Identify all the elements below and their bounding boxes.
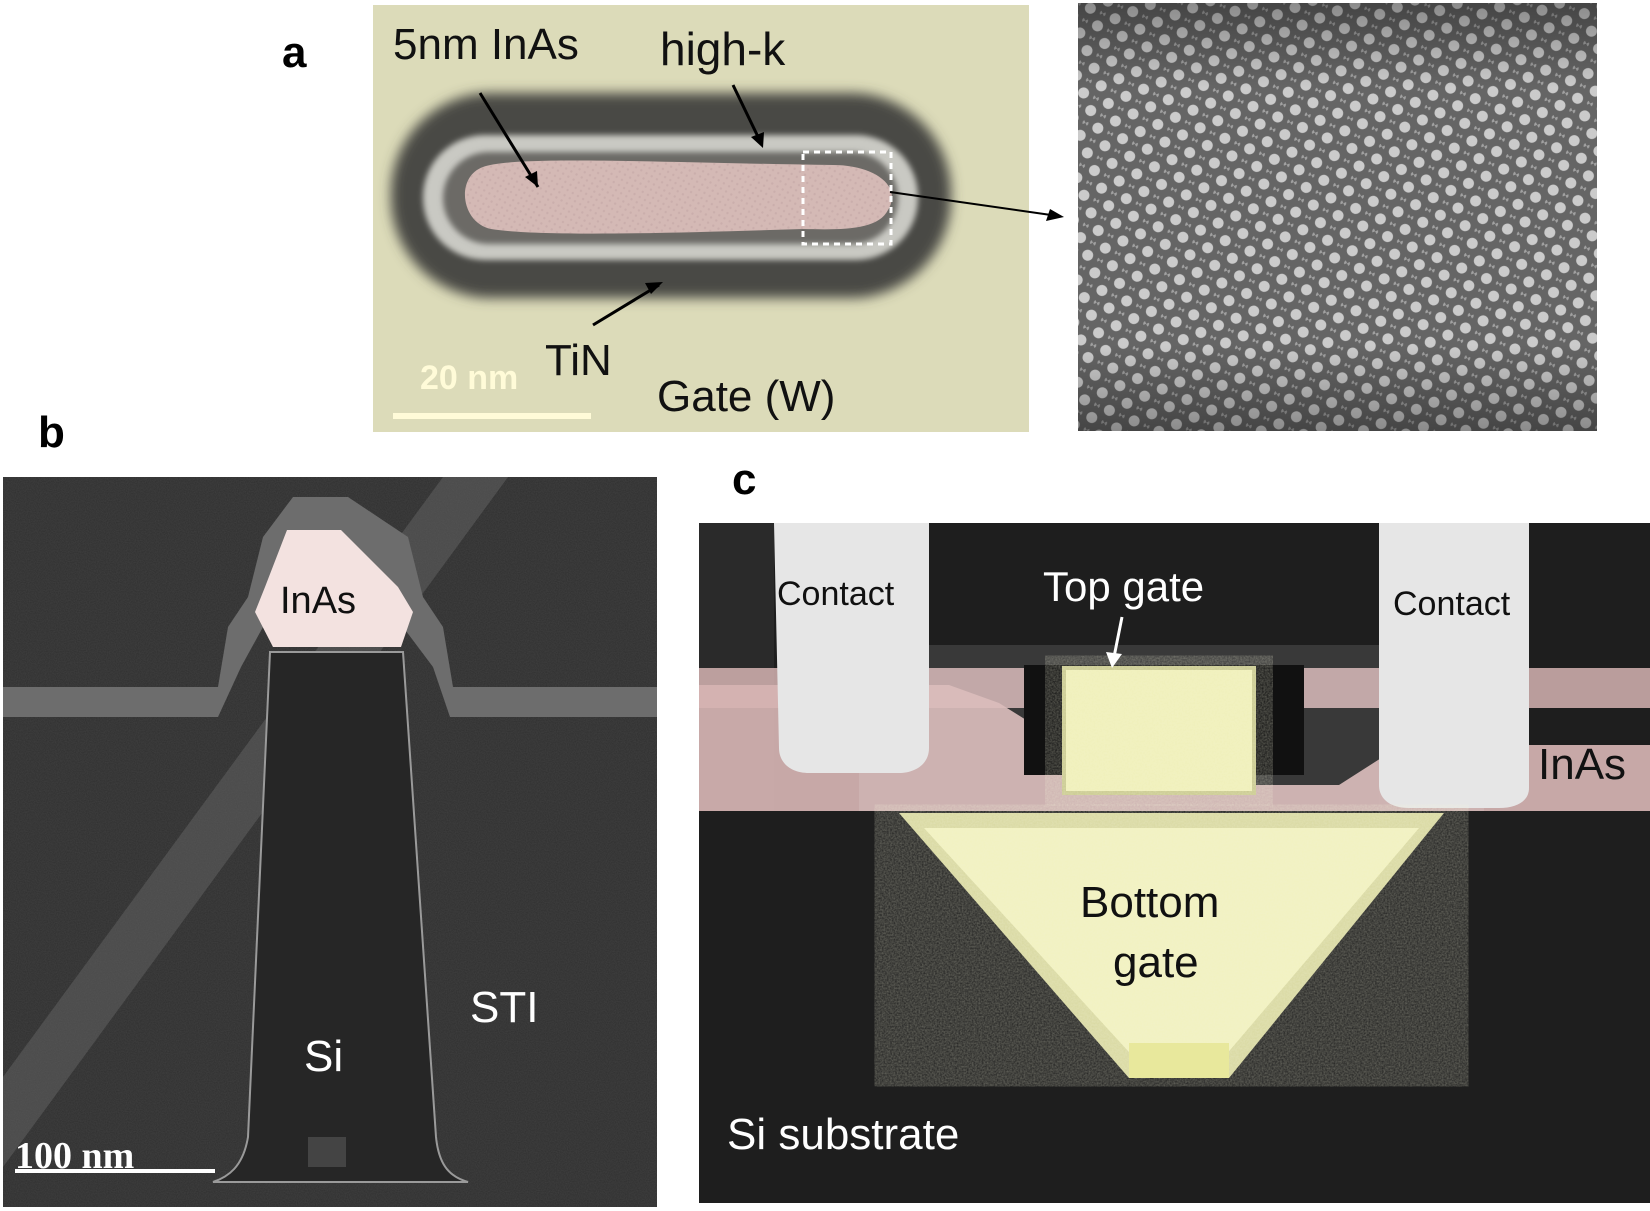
panel-c-letter: c bbox=[732, 455, 757, 504]
label-b-scale-100nm: 100 nm bbox=[15, 1135, 135, 1177]
label-c-si-substrate: Si substrate bbox=[727, 1110, 960, 1159]
panel-c-image bbox=[699, 523, 1650, 1203]
panel-a-image bbox=[373, 5, 1029, 432]
panel-a-hrtem-image bbox=[1078, 3, 1597, 431]
panel-a-scale-bar bbox=[393, 413, 591, 419]
label-b-sti: STI bbox=[470, 983, 539, 1032]
label-c-bottom-gate-line1: Bottom bbox=[1080, 878, 1220, 927]
panel-b-image bbox=[3, 477, 657, 1207]
label-c-bottom-gate-line2: gate bbox=[1113, 938, 1199, 987]
label-b-inas: InAs bbox=[280, 580, 357, 622]
panel-b-si-fin bbox=[212, 651, 469, 1183]
label-high-k: high-k bbox=[660, 23, 786, 75]
panel-b-letter: b bbox=[38, 408, 65, 457]
panel-a-zoom-box bbox=[801, 150, 893, 246]
label-scale-20nm: 20 nm bbox=[420, 359, 519, 397]
label-5nm-inas: 5nm InAs bbox=[393, 20, 579, 69]
panel-b-inas-cap bbox=[255, 530, 413, 647]
panel-b-scale-bar bbox=[15, 1169, 215, 1173]
label-gate-w: Gate (W) bbox=[657, 372, 836, 421]
label-b-si: Si bbox=[304, 1032, 344, 1081]
label-c-inas: InAs bbox=[1538, 740, 1627, 789]
panel-a-letter: a bbox=[282, 28, 307, 77]
panel-c-contact-left bbox=[774, 523, 929, 773]
label-c-contact-right: Contact bbox=[1393, 585, 1511, 623]
top-gate-arrow bbox=[1106, 616, 1124, 668]
zoom-arrow bbox=[889, 191, 1064, 221]
panel-c-contact-right bbox=[1379, 523, 1529, 808]
label-tin: TiN bbox=[545, 336, 612, 385]
label-c-top-gate: Top gate bbox=[1043, 563, 1205, 610]
label-c-contact-left: Contact bbox=[777, 575, 895, 613]
